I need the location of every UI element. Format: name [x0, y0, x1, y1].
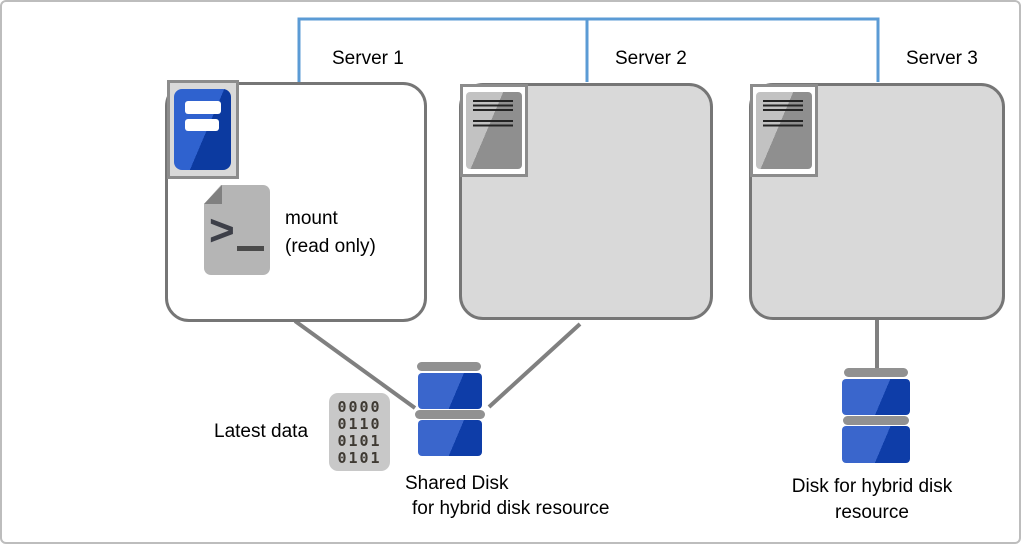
shared-disk-label-line2: for hybrid disk resource [412, 498, 610, 519]
shared-disk-platter [418, 373, 482, 409]
binary-row: 0101 [337, 449, 382, 467]
tower-vent-icon [473, 120, 513, 129]
tower-vent-icon [763, 100, 803, 113]
binary-row: 0101 [337, 432, 382, 450]
hybrid-disk-cap [844, 368, 908, 377]
terminal-prompt-glyph: > [209, 206, 235, 255]
terminal-cursor-bar [237, 246, 264, 251]
shared-disk-divider [415, 410, 485, 419]
tower-vent-icon [473, 100, 513, 113]
shared-disk-cap [417, 362, 481, 371]
mount-note: mount (read only) [285, 205, 376, 261]
mount-note-line1: mount [285, 208, 338, 229]
disk-connection-lines [293, 319, 879, 410]
hybrid-disk-platter [842, 379, 910, 415]
server2-box [459, 83, 713, 320]
hybrid-disk-divider [843, 416, 909, 425]
hybrid-disk-platter [842, 426, 910, 463]
server3-label: Server 3 [906, 48, 978, 69]
server2-label: Server 2 [615, 48, 687, 69]
tower-slot-icon [185, 119, 219, 131]
tower-slot-icon [185, 101, 221, 114]
terminal-document-icon: > [204, 185, 270, 275]
hybrid-disk-label-line2: resource [835, 502, 909, 523]
shared-disk-label-line1: Shared Disk [405, 473, 509, 494]
hybrid-disk-label: Disk for hybrid disk resource [772, 474, 972, 526]
binary-row: 0000 [337, 398, 382, 416]
latest-data-label: Latest data [214, 421, 309, 442]
shared-disk-platter [418, 420, 482, 456]
binary-data-icon: 0000 0110 0101 0101 [329, 393, 390, 471]
tower-vent-icon [763, 120, 803, 129]
mount-note-line2: (read only) [285, 236, 376, 257]
hybrid-disk-label-line1: Disk for hybrid disk [791, 476, 953, 497]
interconnect-line [297, 17, 880, 82]
server1-label: Server 1 [332, 48, 404, 69]
binary-row: 0110 [337, 415, 382, 433]
